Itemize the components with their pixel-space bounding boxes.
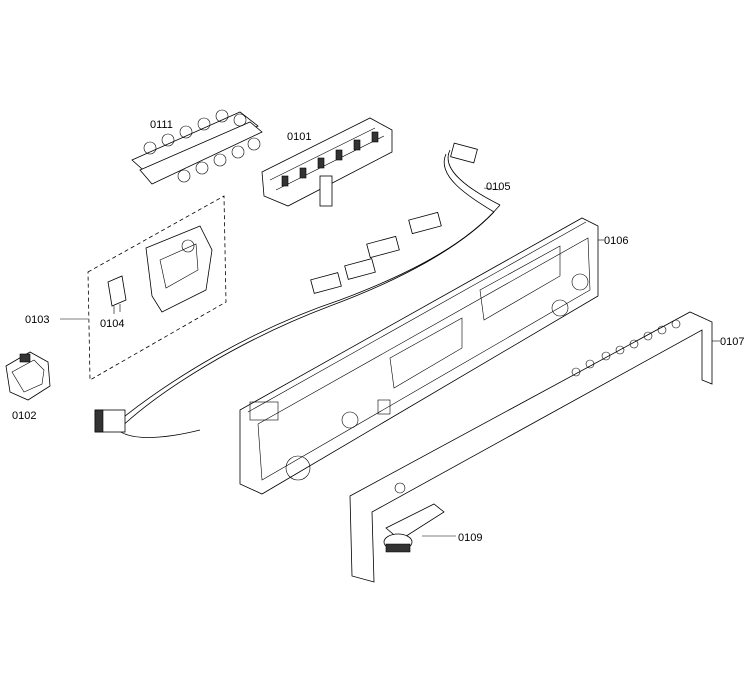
part-0109-knob[interactable] xyxy=(383,503,445,553)
label-0101: 0101 xyxy=(287,131,311,143)
label-0104: 0104 xyxy=(100,318,124,330)
part-door-switch[interactable] xyxy=(145,225,213,313)
label-0107: 0107 xyxy=(720,336,744,348)
part-0102-door-lock[interactable] xyxy=(5,351,51,401)
group-0103-dashed-outline xyxy=(87,195,227,381)
part-0107-trim-strip[interactable] xyxy=(349,311,713,583)
label-0111: 0111 xyxy=(150,119,173,131)
part-0106-control-panel-frame[interactable] xyxy=(239,217,599,495)
label-0105: 0105 xyxy=(486,181,510,193)
part-0111-switch-strip[interactable] xyxy=(131,109,263,185)
part-0101-control-module[interactable] xyxy=(261,117,393,207)
label-0102: 0102 xyxy=(12,410,36,422)
part-0104-relay[interactable] xyxy=(107,275,127,314)
label-0106: 0106 xyxy=(604,235,628,247)
label-0109: 0109 xyxy=(458,532,482,544)
label-0103: 0103 xyxy=(25,314,49,326)
part-0105-wiring-harness[interactable] xyxy=(94,142,501,438)
